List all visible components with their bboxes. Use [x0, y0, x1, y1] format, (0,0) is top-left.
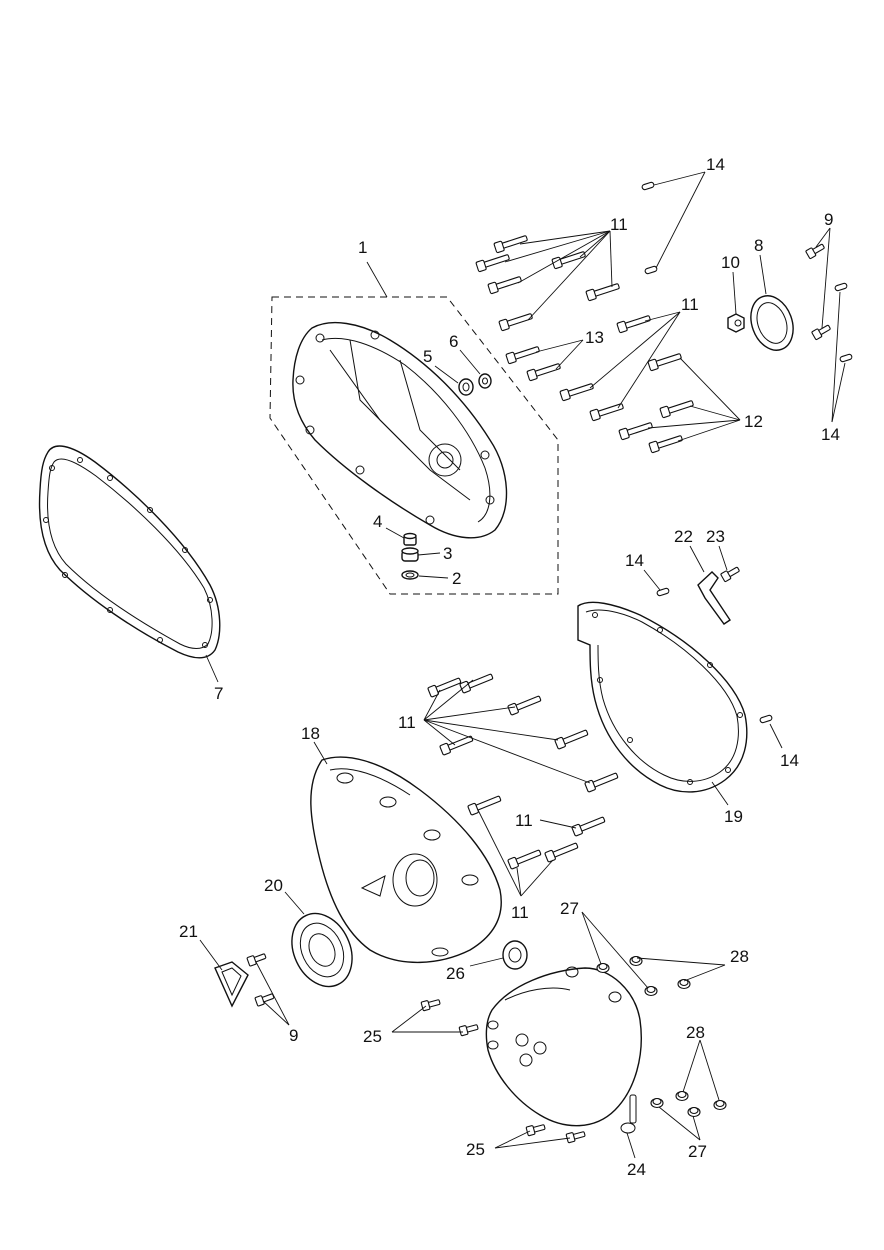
bolt-part-11: [467, 793, 503, 816]
bolt-part-11: [585, 280, 621, 302]
outer-cover-part-18: [310, 756, 502, 964]
callout-24: 24: [627, 1160, 646, 1179]
bolt-part-11: [551, 248, 587, 270]
callout-21: 21: [179, 922, 198, 941]
callout-22: 22: [674, 527, 693, 546]
callout-11: 11: [610, 215, 628, 234]
bolt-part-11: [616, 312, 652, 334]
callout-19: 19: [724, 807, 743, 826]
plug-part-10: [727, 313, 745, 333]
callout-1: 1: [358, 238, 367, 257]
bolt-part-11: [493, 232, 529, 254]
bolt-part-11: [427, 675, 463, 698]
gasket-part-7: [38, 445, 221, 659]
screw-part-23: [720, 564, 742, 583]
bolt-part-11: [559, 380, 595, 402]
screw-part-9: [811, 322, 833, 341]
bolt-part-11: [498, 310, 534, 332]
callout-11: 11: [681, 295, 699, 314]
callout-12: 12: [744, 412, 763, 431]
callout-13: 13: [585, 328, 604, 347]
callout-11: 11: [511, 903, 529, 922]
bolt-part-13: [505, 343, 541, 365]
bolt-part-11: [507, 693, 543, 716]
callout-6: 6: [449, 332, 458, 351]
dowel-part-14: [655, 587, 671, 597]
bolt-part-11: [487, 273, 523, 295]
dowel-part-14: [833, 282, 849, 292]
callout-8: 8: [754, 236, 763, 255]
callout-3: 3: [443, 544, 452, 563]
bolt-part-11: [584, 770, 620, 793]
bolt-part-11: [507, 847, 543, 870]
callout-9: 9: [824, 210, 833, 229]
callout-14: 14: [706, 155, 725, 174]
callout-28: 28: [686, 1023, 705, 1042]
plug-part-27: [596, 962, 610, 974]
callout-25: 25: [466, 1140, 485, 1159]
callout-18: 18: [301, 724, 320, 743]
bolt-part-11: [459, 671, 495, 694]
callout-14: 14: [780, 751, 799, 770]
plug-part-28: [675, 1090, 689, 1102]
screw-part-9: [805, 241, 827, 260]
bearing-part-5: [458, 378, 474, 396]
screw-part-25: [458, 1021, 480, 1037]
callout-labels: 1 2 3 4 5 6 7 8 9 9 10 11 11 11 11 11 12…: [179, 155, 840, 1179]
bolt-part-12: [618, 419, 654, 441]
seal-part-6: [478, 373, 492, 389]
bolt-part-11: [554, 727, 590, 750]
leader-lines: [199, 171, 846, 1159]
plug-part-27: [650, 1097, 664, 1109]
callout-20: 20: [264, 876, 283, 895]
screw-part-25: [420, 996, 442, 1012]
dowel-part-14: [838, 353, 854, 363]
grommet-part-26: [502, 940, 528, 970]
assembly-boundary-1: [269, 296, 559, 595]
inner-cover-part-1: [292, 322, 508, 539]
callout-9: 9: [289, 1026, 298, 1045]
callout-23: 23: [706, 527, 725, 546]
callout-28: 28: [730, 947, 749, 966]
callout-11: 11: [398, 713, 416, 732]
callout-14: 14: [821, 425, 840, 444]
plug-part-27: [687, 1106, 701, 1118]
bolt-part-11: [589, 400, 625, 422]
callout-10: 10: [721, 253, 740, 272]
clip-part-22: [697, 571, 731, 625]
seal-part-20: [291, 912, 353, 988]
dowel-part-14: [643, 265, 659, 275]
callout-27: 27: [560, 899, 579, 918]
callout-26: 26: [446, 964, 465, 983]
sprocket-cover-part-24: [485, 966, 642, 1134]
cap-part-4: [403, 532, 417, 546]
callout-4: 4: [373, 512, 382, 531]
bush-part-3: [401, 547, 419, 562]
bolt-part-12: [659, 397, 695, 419]
callout-2: 2: [452, 569, 461, 588]
bolt-part-13: [526, 360, 562, 382]
callout-14: 14: [625, 551, 644, 570]
plug-part-27: [644, 985, 658, 997]
screw-part-9: [254, 991, 276, 1007]
bolt-part-11: [544, 840, 580, 863]
callout-27: 27: [688, 1142, 707, 1161]
callout-7: 7: [214, 684, 223, 703]
bolt-part-12: [648, 432, 684, 454]
oring-part-8: [750, 295, 794, 351]
plug-part-28: [713, 1099, 727, 1111]
dowel-part-14: [758, 714, 774, 724]
callout-5: 5: [423, 347, 432, 366]
bolt-part-11: [571, 814, 607, 837]
ring-part-2: [401, 570, 419, 580]
callout-11: 11: [515, 811, 533, 830]
gasket-part-19: [577, 601, 748, 793]
screw-part-25: [565, 1128, 587, 1144]
dowel-part-14: [640, 181, 656, 191]
callout-25: 25: [363, 1027, 382, 1046]
badge-part-21: [214, 961, 249, 1008]
screw-part-25: [525, 1121, 547, 1137]
